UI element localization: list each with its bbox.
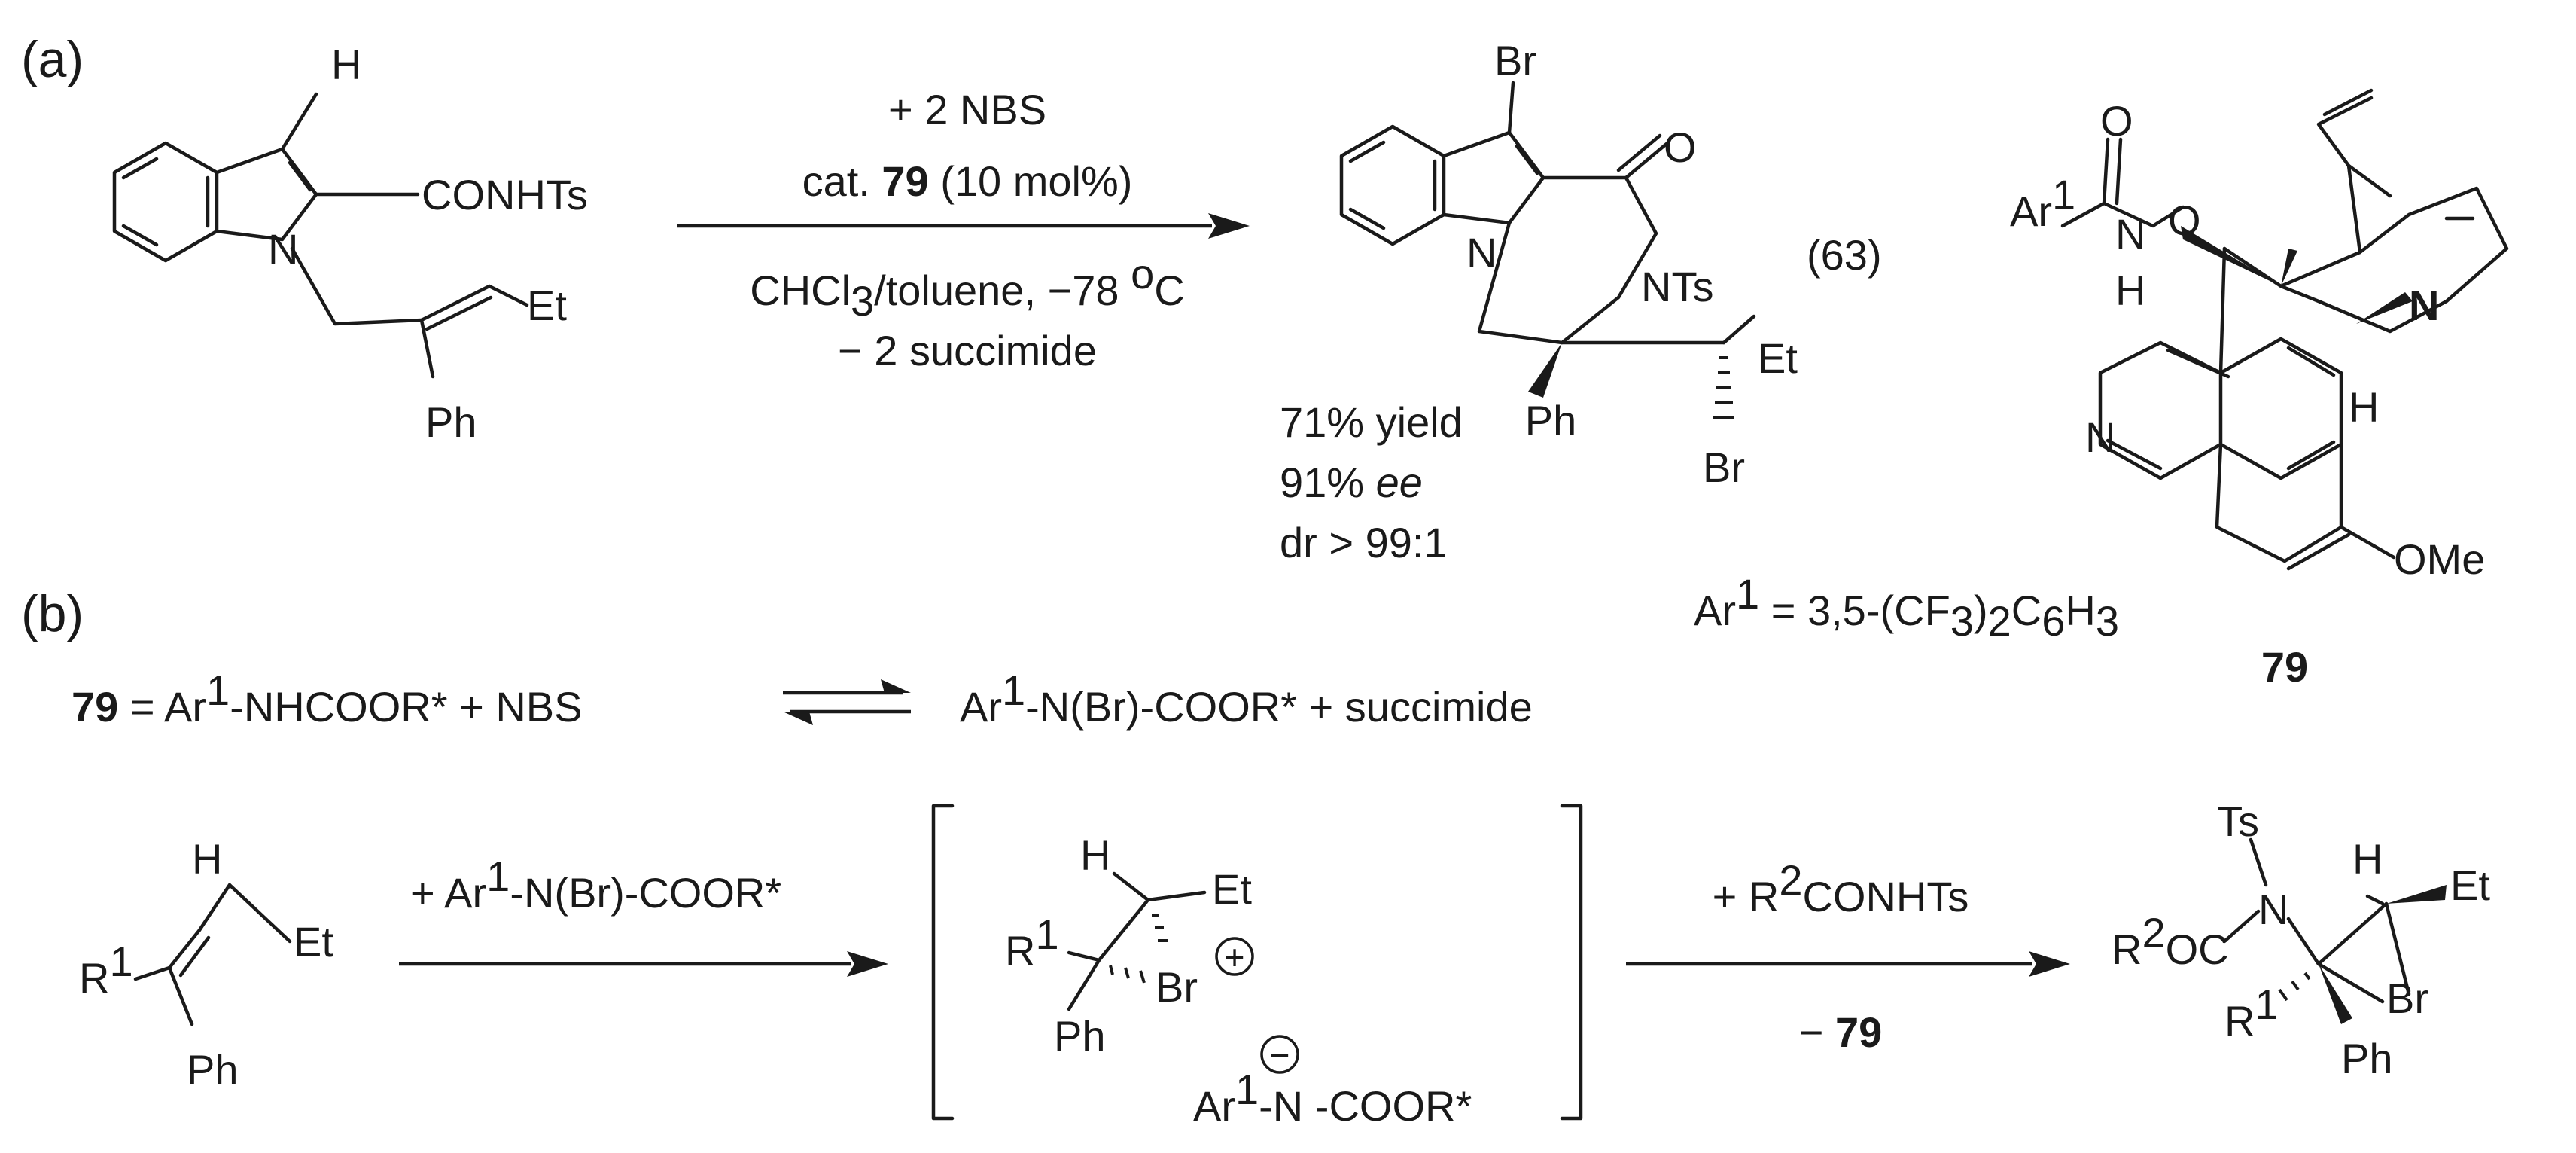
step2-reagent: + R2CONHTs bbox=[1713, 856, 1969, 920]
final-hashed-bond-R1 bbox=[2278, 972, 2311, 1002]
catalyst-compound-number: 79 bbox=[2261, 643, 2308, 691]
final-stereo-wedge-Et bbox=[2386, 885, 2447, 904]
catalyst-stereo-wedge-C9 bbox=[2281, 249, 2297, 286]
condition-nbs: + 2 NBS bbox=[888, 86, 1046, 133]
catalyst-methoxy-label: OMe bbox=[2394, 535, 2485, 583]
product-atom-O: O bbox=[1664, 124, 1697, 171]
final-R1-label: R1 bbox=[2224, 981, 2279, 1045]
substrate-phenyl-label: Ph bbox=[425, 398, 477, 446]
final-atom-H: H bbox=[2352, 835, 2383, 883]
bracket-left bbox=[931, 804, 955, 1121]
product-hashed-bond-Br bbox=[1713, 356, 1734, 419]
bromonium-atom-H: H bbox=[1080, 831, 1110, 879]
negative-charge-symbol: − bbox=[1260, 1035, 1299, 1075]
alkene-ethyl-label: Et bbox=[294, 918, 333, 965]
final-stereo-wedge-Ph bbox=[2319, 964, 2352, 1024]
final-ethyl-label: Et bbox=[2450, 862, 2490, 909]
equilibrium-left: 79 = Ar1-NHCOOR* + NBS bbox=[72, 666, 582, 731]
final-Ts-label: Ts bbox=[2217, 798, 2259, 845]
final-product-structure bbox=[2222, 837, 2411, 1004]
catalyst-stereo-wedge-N bbox=[2356, 292, 2413, 324]
condition-byproduct: − 2 succimide bbox=[838, 327, 1097, 374]
step2-catalyst-release: − 79 bbox=[1799, 1008, 1883, 1056]
final-atom-N: N bbox=[2258, 886, 2288, 933]
condition-catalyst: cat. 79 (10 mol%) bbox=[802, 157, 1133, 205]
product-structure bbox=[1339, 81, 1756, 345]
condition-solvent-temperature: CHCl3/toluene, −78 oC bbox=[750, 250, 1184, 325]
bromonium-R1-label: R1 bbox=[1005, 911, 1059, 975]
catalyst-atom-O-ester: O bbox=[2168, 197, 2201, 244]
reaction-arrow-step2 bbox=[1626, 951, 2070, 977]
bromonium-ethyl-label: Et bbox=[1212, 865, 1252, 913]
product-alkyl-Br-label: Br bbox=[1703, 444, 1745, 491]
amide-anion-label: Ar1-N -COOR* bbox=[1193, 1066, 1472, 1130]
product-atom-N: N bbox=[1466, 229, 1497, 276]
substrate-atom-N: N bbox=[268, 225, 298, 273]
equilibrium-arrows bbox=[783, 679, 911, 725]
substrate-structure bbox=[112, 92, 529, 379]
result-ee: 91% ee bbox=[1280, 459, 1423, 506]
equation-number: (63) bbox=[1807, 231, 1882, 279]
bracket-right bbox=[1560, 804, 1583, 1121]
bromonium-hashed-bonds bbox=[1109, 914, 1168, 984]
catalyst-ar-definition: Ar1 = 3,5-(CF3)2C6H3 bbox=[1694, 570, 2119, 645]
bromonium-structure bbox=[1067, 871, 1207, 1011]
product-NTs-label: NTs bbox=[1641, 263, 1713, 310]
substrate-amide-label: CONHTs bbox=[422, 171, 588, 218]
alkene-R1-label: R1 bbox=[79, 938, 133, 1002]
catalyst-atom-H: H bbox=[2115, 267, 2145, 314]
catalyst-quinuclidine-N: N bbox=[2409, 282, 2439, 329]
equilibrium-right: Ar1-N(Br)-COOR* + succimide bbox=[960, 666, 1533, 731]
final-Br-label: Br bbox=[2386, 975, 2428, 1022]
catalyst-stereo-wedge-O bbox=[2181, 226, 2281, 286]
catalyst-atom-N: N bbox=[2115, 210, 2145, 258]
mechanism-alkene-structure bbox=[133, 883, 292, 1026]
substrate-ethyl-label: Et bbox=[527, 282, 567, 329]
product-atom-Br: Br bbox=[1494, 37, 1536, 84]
result-dr: dr > 99:1 bbox=[1280, 519, 1448, 566]
substrate-atom-H: H bbox=[331, 41, 361, 88]
catalyst-atom-O-carbonyl: O bbox=[2100, 97, 2133, 145]
product-stereo-wedge bbox=[1528, 343, 1562, 398]
bromonium-phenyl-label: Ph bbox=[1054, 1012, 1106, 1060]
svg-text:−: − bbox=[1270, 1036, 1290, 1075]
product-ethyl-label: Et bbox=[1758, 334, 1798, 382]
reaction-arrow-step1 bbox=[399, 951, 888, 977]
final-phenyl-label: Ph bbox=[2341, 1035, 2393, 1082]
catalyst-quinuclidine-H: H bbox=[2349, 383, 2379, 431]
svg-text:+: + bbox=[1225, 938, 1245, 977]
catalyst-79-structure bbox=[2060, 88, 2509, 571]
result-yield: 71% yield bbox=[1280, 398, 1463, 446]
catalyst-ar-label: Ar1 bbox=[2010, 171, 2075, 235]
positive-charge-symbol: + bbox=[1215, 937, 1254, 977]
panel-label-a: (a) bbox=[21, 31, 84, 88]
final-acyl-label: R2OC bbox=[2112, 909, 2229, 973]
step1-reagent: + Ar1-N(Br)-COOR* bbox=[410, 853, 781, 917]
bromonium-Br-label: Br bbox=[1156, 963, 1198, 1011]
alkene-phenyl-label: Ph bbox=[187, 1046, 239, 1094]
catalyst-isoquinoline-N: N bbox=[2085, 413, 2115, 461]
product-phenyl-label: Ph bbox=[1525, 397, 1577, 444]
alkene-atom-H: H bbox=[192, 835, 222, 883]
panel-label-b: (b) bbox=[21, 585, 84, 642]
reaction-arrow-a bbox=[677, 213, 1250, 239]
